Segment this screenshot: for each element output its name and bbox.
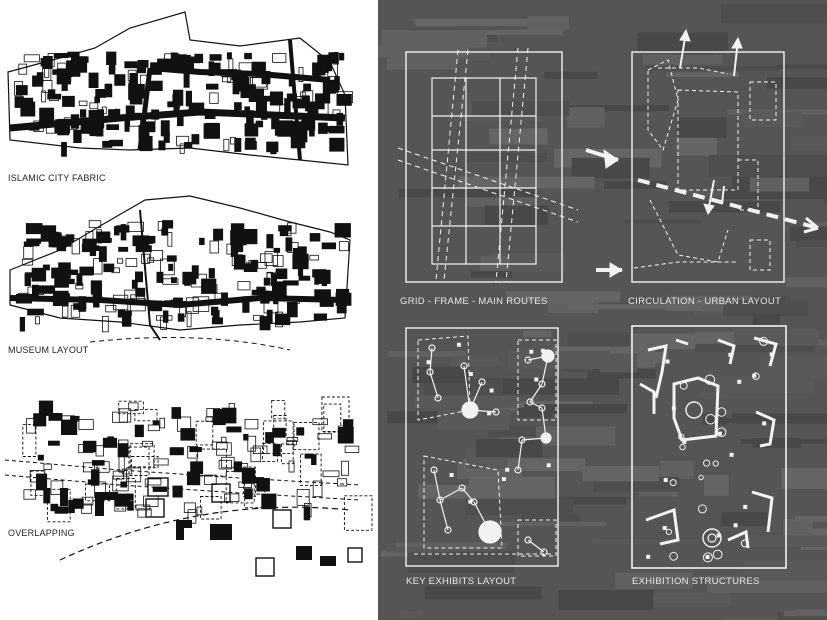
caption-grid-frame-main-routes: GRID - FRAME - MAIN ROUTES — [400, 296, 548, 307]
plan-diagrams — [397, 28, 819, 569]
overlapping-drawing — [4, 396, 373, 577]
key-exhibits-layout-diagram — [405, 327, 559, 567]
exhibition-structures-diagram — [631, 325, 787, 569]
background-texture — [378, 3, 827, 620]
caption-overlapping: OVERLAPPING — [8, 528, 75, 538]
circulation-urban-layout-diagram — [585, 28, 819, 283]
caption-islamic-city-fabric: ISLAMIC CITY FABRIC — [8, 173, 106, 183]
right-panel: GRID - FRAME - MAIN ROUTES CIRCULATION -… — [378, 0, 827, 620]
caption-circulation-urban-layout: CIRCULATION - URBAN LAYOUT — [628, 296, 782, 307]
caption-exhibition-structures: EXHIBITION STRUCTURES — [632, 576, 760, 587]
caption-key-exhibits-layout: KEY EXHIBITS LAYOUT — [406, 576, 517, 587]
left-panel: ISLAMIC CITY FABRIC MUSEUM LAYOUT OVERLA… — [0, 0, 378, 620]
grid-frame-routes-diagram — [397, 47, 579, 283]
islamic-city-fabric-drawing — [7, 11, 354, 166]
urban-fabric-drawings — [4, 11, 373, 577]
museum-layout-drawing — [9, 195, 352, 351]
caption-museum-layout: MUSEUM LAYOUT — [8, 345, 89, 355]
